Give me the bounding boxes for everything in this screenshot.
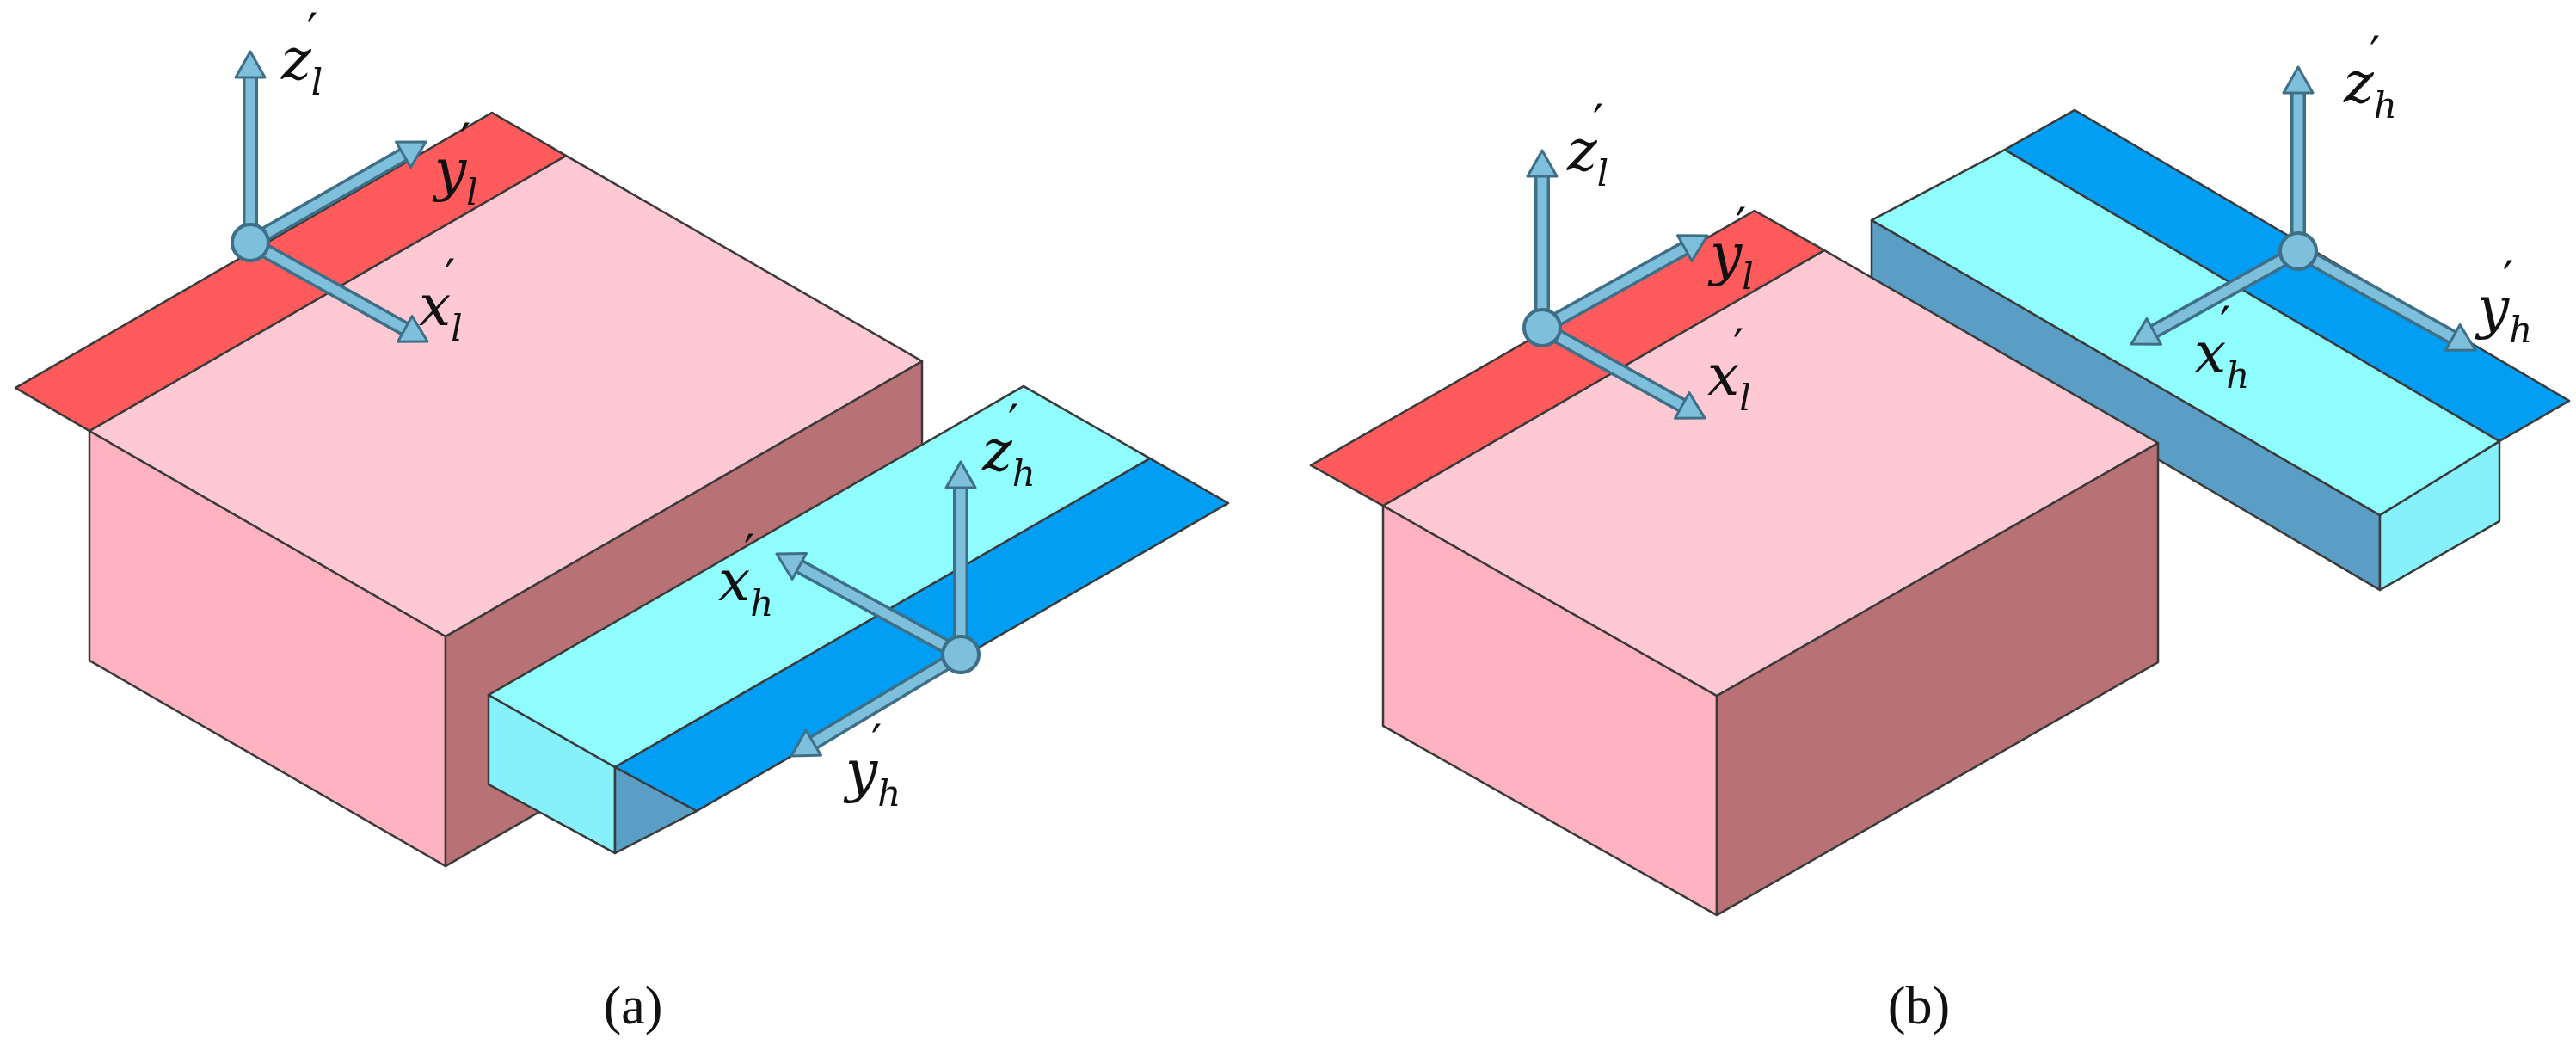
svg-text:′: ′ <box>2370 27 2380 81</box>
z-low-label: zl′ <box>280 3 323 103</box>
svg-text:′: ′ <box>744 525 754 579</box>
svg-text:zl: zl <box>1566 118 1608 194</box>
svg-text:′: ′ <box>460 114 470 168</box>
y-low-label: yl′ <box>1707 198 1754 298</box>
x-high-label: xh′ <box>2194 297 2249 396</box>
svg-text:yh: yh <box>843 738 901 814</box>
svg-text:′: ′ <box>2220 297 2230 351</box>
x-low-axis-arrow <box>1538 321 1706 420</box>
svg-text:xh: xh <box>2194 320 2249 396</box>
svg-text:′: ′ <box>871 715 882 769</box>
z-high-axis-arrow <box>2282 65 2315 251</box>
high-block-strip <box>2003 108 2571 443</box>
svg-text:zh: zh <box>2343 50 2397 126</box>
x-low-label: xl′ <box>419 249 463 349</box>
high-frame-origin <box>2278 231 2318 271</box>
svg-text:′: ′ <box>1736 198 1746 252</box>
z-low-axis-arrow <box>234 50 267 243</box>
x-high-label: xh′ <box>718 525 773 624</box>
svg-text:zh: zh <box>981 418 1036 495</box>
svg-text:yl: yl <box>432 137 478 213</box>
z-low-label: zl′ <box>1566 95 1608 194</box>
y-high-label: yh′ <box>843 715 901 814</box>
svg-text:xh: xh <box>718 548 773 624</box>
z-low-axis-arrow <box>1526 149 1559 328</box>
svg-text:′: ′ <box>307 3 317 58</box>
caption-a: (a) <box>604 977 663 1036</box>
y-high-label: yh′ <box>2475 251 2532 351</box>
high-frame-origin <box>941 635 981 674</box>
z-high-label: zh′ <box>981 395 1036 495</box>
svg-text:′: ′ <box>445 249 455 304</box>
svg-text:′: ′ <box>1593 95 1603 149</box>
x-low-axis-arrow <box>246 236 429 343</box>
svg-text:xl: xl <box>1707 342 1751 419</box>
panel-a: zl′yl′xl′zh′xh′yh′(a) <box>14 3 1230 1036</box>
svg-text:xl: xl <box>419 273 463 349</box>
y-low-axis-arrow <box>246 140 427 249</box>
z-high-label: zh′ <box>2343 27 2397 126</box>
caption-b: (b) <box>1888 977 1950 1036</box>
y-high-axis-arrow <box>2294 244 2477 352</box>
x-high-axis-arrow <box>775 551 965 661</box>
z-high-axis-arrow <box>944 460 977 655</box>
x-high-axis-arrow <box>2130 244 2302 346</box>
svg-text:yl: yl <box>1707 221 1754 298</box>
svg-text:′: ′ <box>1008 395 1018 449</box>
y-high-axis-arrow <box>790 648 965 758</box>
svg-text:′: ′ <box>1733 319 1743 373</box>
low-frame-origin <box>1522 308 1562 347</box>
svg-text:zl: zl <box>280 27 323 103</box>
low-frame-origin <box>231 223 270 262</box>
svg-text:yh: yh <box>2475 274 2532 351</box>
y-low-label: yl′ <box>432 114 478 213</box>
svg-text:′: ′ <box>2503 251 2513 305</box>
x-low-label: xl′ <box>1707 319 1751 419</box>
y-low-axis-arrow <box>1538 234 1709 335</box>
panel-b: zl′yl′xl′zh′xh′yh′(b) <box>1309 27 2571 1036</box>
